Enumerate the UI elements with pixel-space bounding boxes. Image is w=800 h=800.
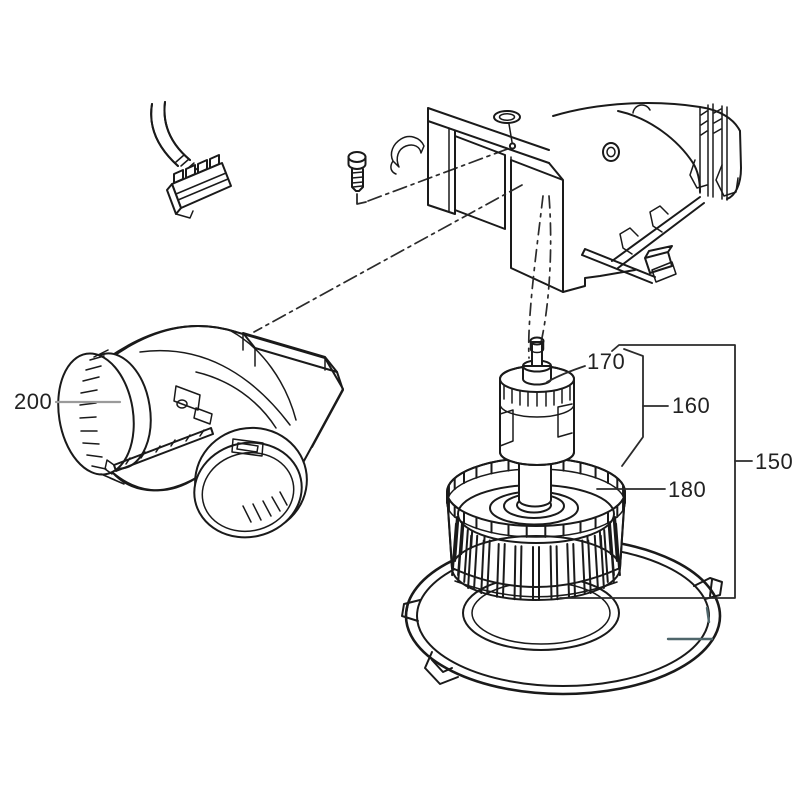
line-art-segment (391, 137, 424, 174)
part-label-200: 200 (14, 389, 52, 414)
center-line-screw-to-housing (368, 148, 510, 201)
blower-housing-drawing (391, 103, 741, 292)
line-art-segment (511, 160, 563, 292)
air-duct-elbow-drawing (50, 326, 343, 547)
fan-slat (557, 546, 558, 599)
line-art-segment (164, 102, 190, 160)
line-art-segment (352, 172, 363, 187)
line-art-segment (536, 196, 551, 360)
label-160-group: 160 (622, 349, 710, 466)
screw-leader-line (357, 148, 510, 204)
center-line-housing-to-duct (254, 185, 522, 332)
line-art-segment (509, 124, 512, 142)
line-art-segment (472, 582, 610, 644)
fan-slat (551, 546, 552, 599)
line-art-segment (633, 105, 650, 113)
part-label-160: 160 (672, 393, 710, 418)
part-label-150: 150 (755, 449, 793, 474)
line-art-segment (620, 206, 668, 254)
line-art-segment (563, 270, 635, 292)
line-art-segment (494, 111, 520, 123)
artifact-marks (668, 608, 712, 639)
line-art-segment (428, 121, 455, 214)
line-art-segment (690, 160, 738, 196)
line-art-segment (701, 109, 721, 135)
line-art-segment (727, 131, 741, 199)
line-art-segment (357, 194, 366, 204)
motor-shaft (532, 342, 542, 366)
screw-drawing (349, 152, 366, 191)
line-art-segment (349, 152, 366, 162)
fan-slat (515, 546, 516, 599)
line-art-segment (645, 246, 672, 273)
plate-bottom-clip (425, 652, 458, 684)
line-art-segment (603, 143, 619, 161)
line-art-segment (500, 114, 515, 120)
part-label-170: 170 (587, 349, 625, 374)
line-art-segment (510, 143, 515, 148)
line-art-segment (428, 108, 549, 163)
wire-connector-drawing (151, 102, 231, 218)
line-art-segment (607, 147, 615, 156)
line-art-segment (455, 136, 505, 229)
line-art-segment (668, 608, 712, 639)
label-170-group: 170 (547, 349, 625, 382)
line-art-segment (618, 111, 700, 192)
part-label-180: 180 (668, 477, 706, 502)
line-art-segment (553, 103, 740, 131)
fan-slat (521, 546, 522, 599)
